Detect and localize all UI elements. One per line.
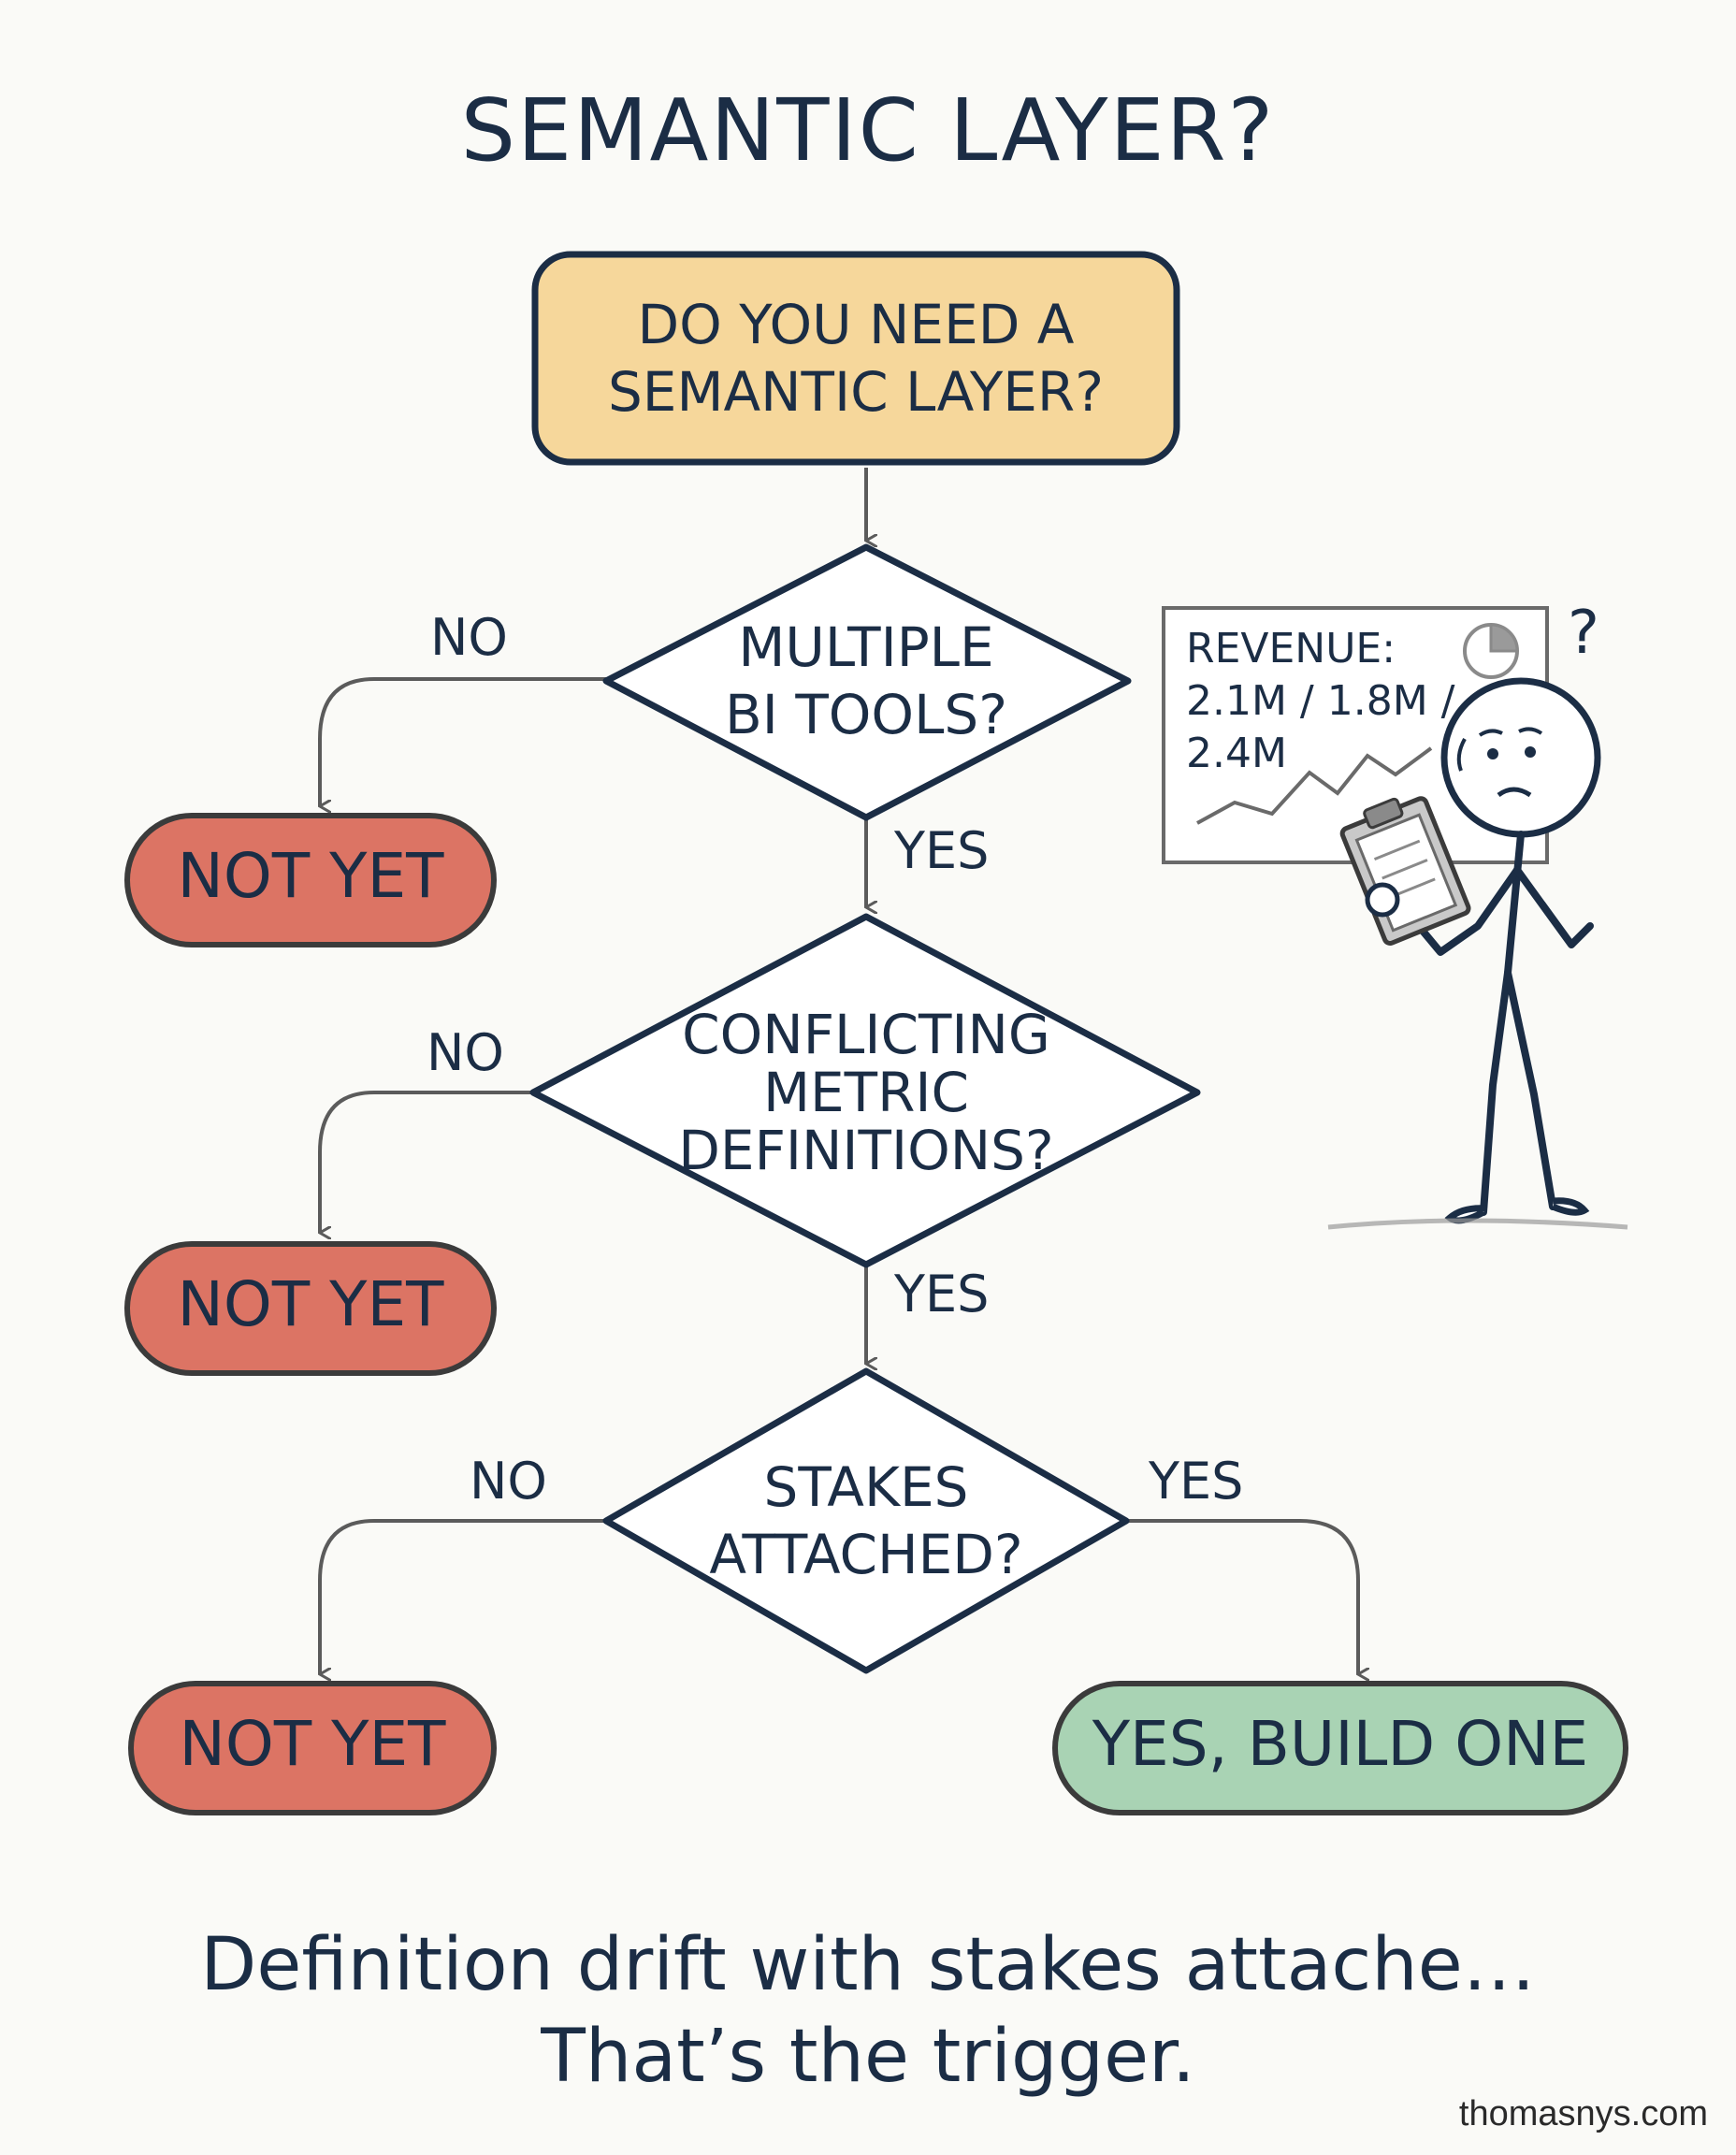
decision-3-yes-label: YES — [1149, 1452, 1244, 1511]
start-line-2: SEMANTIC LAYER? — [607, 360, 1104, 424]
decision-2-line-1: CONFLICTING — [682, 1003, 1050, 1066]
decision-1-line-1: MULTIPLE — [738, 615, 994, 679]
decision-1-yes-label: YES — [894, 821, 990, 880]
not-yet-label-1: NOT YET — [177, 840, 444, 912]
figure-body — [1480, 831, 1525, 1216]
arrow-d1-no — [318, 677, 606, 806]
decision-2-line-3: DEFINITIONS? — [678, 1119, 1054, 1182]
decision-1-line-2: BI TOOLS? — [725, 683, 1007, 746]
caption-line-1: Definition drift with stakes attache… — [200, 1923, 1536, 2007]
start-box-label: DO YOU NEED A SEMANTIC LAYER? — [535, 254, 1177, 462]
question-mark-icon: ? — [1568, 599, 1599, 668]
build-one-pill — [1052, 1681, 1628, 1815]
decision-stakes-label: STAKES ATTACHED? — [655, 1446, 1078, 1596]
revenue-board-text: REVENUE: 2.1M / 1.8M / 2.4M — [1186, 623, 1454, 780]
revenue-line-3: 2.4M — [1186, 730, 1287, 777]
pie-chart-icon — [1463, 623, 1519, 679]
decision-2-line-2: METRIC — [762, 1061, 970, 1124]
not-yet-label-2: NOT YET — [177, 1268, 444, 1340]
revenue-trend-line — [1196, 746, 1433, 825]
decision-2-no-label: NO — [427, 1023, 504, 1082]
footer-url: thomasnys.com — [1458, 2094, 1708, 2133]
build-one-label: YES, BUILD ONE — [1092, 1708, 1589, 1780]
start-line-1: DO YOU NEED A — [637, 293, 1075, 356]
arrow-d3-yes — [1126, 1519, 1358, 1674]
start-box — [531, 251, 1180, 466]
stick-figure-illustration — [1162, 606, 1628, 1230]
not-yet-label-3: NOT YET — [179, 1708, 446, 1780]
revenue-line-2: 2.1M / 1.8M / — [1186, 677, 1455, 725]
page-title: SEMANTIC LAYER? — [460, 80, 1276, 181]
decision-2-yes-label: YES — [894, 1265, 990, 1323]
decision-diamond-stakes — [602, 1367, 1130, 1674]
caption-line-2: That’s the trigger. — [541, 2015, 1195, 2099]
decision-3-no-label: NO — [470, 1452, 547, 1511]
revenue-line-1: REVENUE: — [1186, 625, 1396, 673]
decision-metric-definitions-label: CONFLICTING METRIC DEFINITIONS? — [636, 988, 1096, 1197]
arrow-d3-no — [318, 1519, 606, 1674]
decision-diamond-bi-tools — [602, 543, 1132, 821]
decision-1-no-label: NO — [430, 608, 508, 667]
arrow-d2-no — [318, 1091, 533, 1233]
decision-3-line-2: ATTACHED? — [709, 1523, 1023, 1586]
not-yet-pill-1 — [124, 813, 497, 947]
ground-shadow — [1327, 1218, 1628, 1230]
not-yet-pill-3 — [128, 1681, 497, 1815]
decision-diamond-metric-definitions — [529, 913, 1201, 1268]
not-yet-pill-2 — [124, 1241, 497, 1376]
decision-3-line-1: STAKES — [763, 1455, 969, 1519]
figure-head — [1440, 677, 1601, 838]
decision-bi-tools-label: MULTIPLE BI TOOLS? — [655, 606, 1078, 756]
